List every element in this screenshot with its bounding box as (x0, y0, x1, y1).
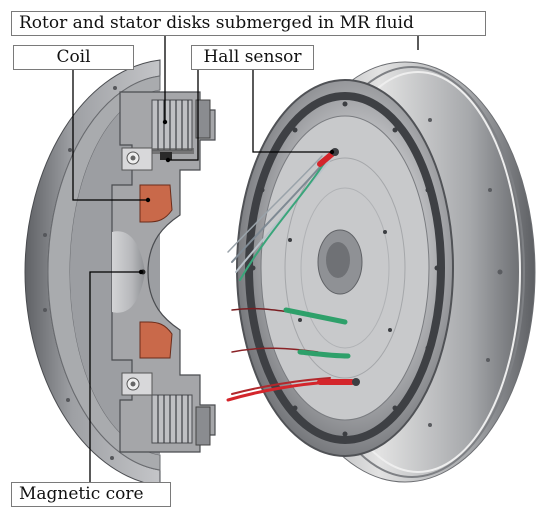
bolt-ring (245, 92, 445, 444)
section-body (111, 91, 216, 453)
center-hub-bore (326, 242, 350, 278)
sensor-block-bottom (121, 372, 153, 396)
rim-bolts (428, 118, 503, 427)
seal-bottom (195, 406, 211, 446)
inner-plate-ring (284, 157, 406, 379)
disk-pack-top (150, 99, 194, 154)
leader-coil (72, 70, 148, 201)
leader-magnetic-core (89, 271, 141, 482)
coil-lead-wires (226, 307, 360, 402)
assembled-brake-photo (226, 61, 536, 483)
label-rotor-stator-disks: Rotor and stator disks submerged in MR f… (11, 11, 486, 36)
coil-bottom (139, 321, 173, 359)
hall-sensor-wires (227, 148, 339, 281)
face-bolts (250, 101, 440, 437)
seal-top (195, 99, 211, 139)
cross-section-cutaway (24, 59, 216, 487)
leader-hall-sensor-photo (252, 70, 332, 153)
leader-hall-sensor (168, 70, 199, 161)
label-coil: Coil (13, 45, 134, 70)
leader-lines (72, 36, 419, 482)
leader-dots (138, 119, 335, 275)
disk-pack-bottom (151, 394, 193, 444)
sensor-block-top (121, 147, 172, 171)
coil-top (139, 184, 173, 223)
flange-bolts (43, 86, 117, 460)
label-magnetic-core: Magnetic core (11, 482, 171, 507)
label-hall-sensor: Hall sensor (191, 45, 314, 70)
inner-plate-ring (300, 187, 390, 349)
